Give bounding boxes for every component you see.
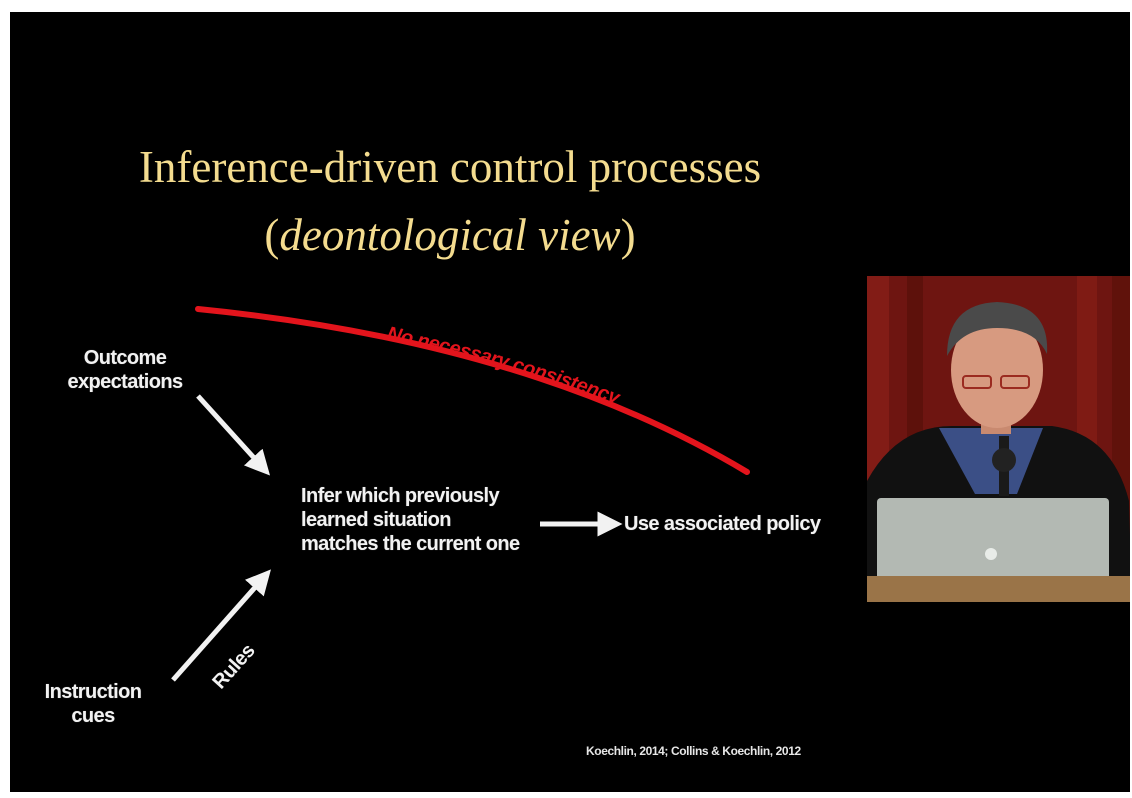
rules-label: Rules — [208, 640, 259, 694]
speaker-glasses-left — [962, 375, 992, 389]
infer-line-1: Infer which previously — [301, 485, 500, 507]
outcome-expectations-label: Outcome expectations — [50, 346, 200, 394]
instruction-line-1: Instruction — [44, 681, 142, 703]
outcome-line-2: expectations — [67, 371, 183, 393]
speaker-image — [867, 276, 1130, 602]
consistency-label-text: No necessary consistency — [385, 323, 624, 410]
speaker-shirt — [939, 428, 1043, 494]
diagram-graphics: No necessary consistency Rules — [171, 306, 750, 694]
consistency-label: No necessary consistency — [385, 323, 623, 410]
podium — [867, 576, 1130, 602]
associated-policy-label: Use associated policy — [624, 513, 821, 535]
subtitle-italic: deontological view — [279, 210, 621, 260]
instruction-line-2: cues — [71, 705, 115, 727]
outcome-arrow — [196, 394, 271, 476]
microphone — [992, 448, 1016, 472]
subtitle-close-paren: ) — [620, 210, 636, 260]
speaker-glasses-right — [1000, 375, 1030, 389]
subtitle-open-paren: ( — [264, 210, 280, 260]
citation: Koechlin, 2014; Collins & Koechlin, 2012 — [586, 744, 801, 758]
infer-line-2: learned situation — [301, 509, 451, 531]
speaker-video-inset — [867, 276, 1130, 602]
infer-line-3: matches the current one — [301, 533, 520, 555]
speaker-face — [951, 312, 1043, 428]
speaker-hair — [947, 302, 1048, 356]
video-frame: Inference-driven control processes (deon… — [10, 12, 1130, 792]
infer-situation-label: Infer which previously learned situation… — [301, 484, 541, 556]
laptop-logo — [985, 548, 997, 560]
instruction-cues-label: Instruction cues — [30, 680, 156, 728]
slide-subtitle: (deontological view) — [10, 208, 890, 262]
slide-title: Inference-driven control processes — [138, 142, 762, 192]
consistency-curve — [195, 306, 750, 475]
rules-arrow — [171, 569, 271, 682]
outcome-line-1: Outcome — [83, 347, 167, 369]
laptop — [877, 498, 1109, 580]
